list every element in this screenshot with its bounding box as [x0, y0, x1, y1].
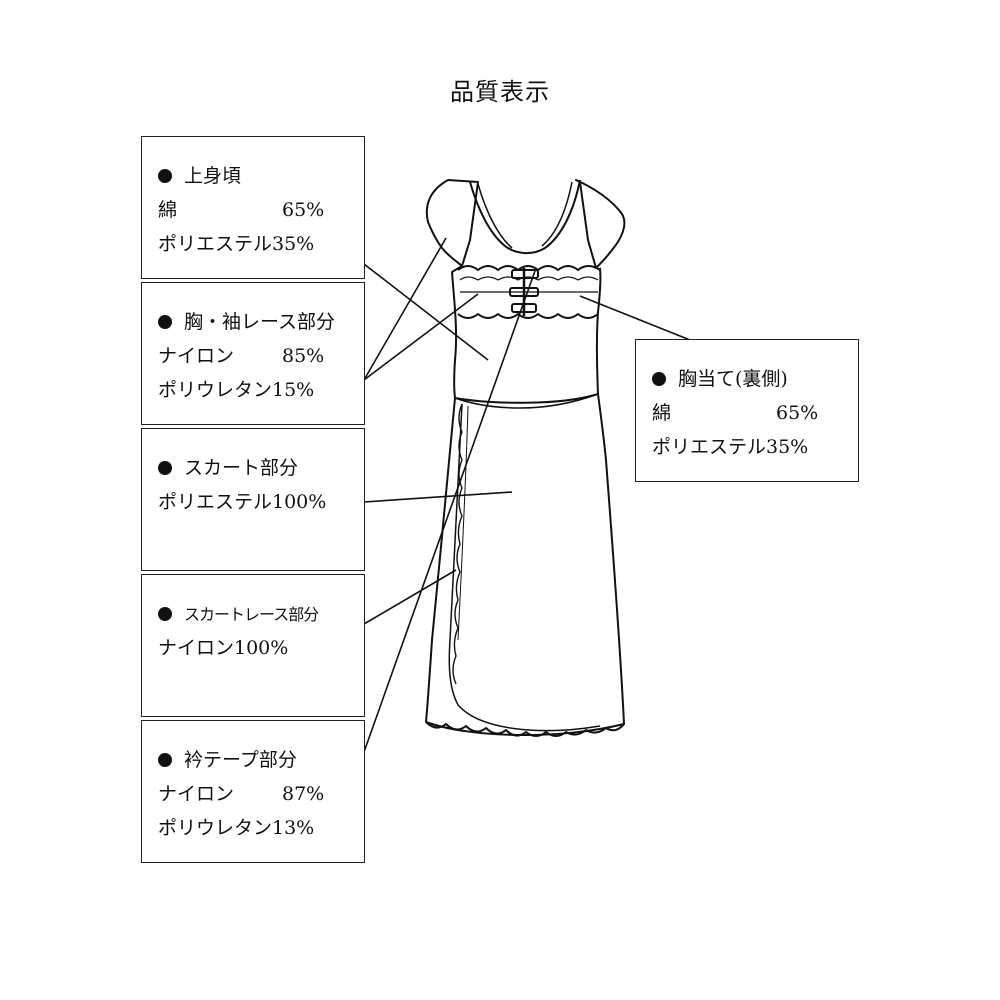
box-heading: 胸・袖レース部分 [184, 311, 336, 333]
material-name: ポリウレタン15% [158, 379, 315, 401]
material-name: ポリエステル35% [652, 436, 809, 458]
bodice [451, 265, 602, 404]
left-sleeve [425, 179, 479, 267]
label-box-chest-pad: 胸当て(裏側) 綿 65% ポリエステル35% [635, 339, 859, 482]
box-heading: 胸当て(裏側) [678, 368, 788, 390]
right-sleeve [575, 179, 626, 269]
material-name: ナイロン100% [158, 637, 289, 659]
material-name: 綿 [652, 402, 672, 424]
material-name: ナイロン [158, 345, 235, 367]
hem-lace [425, 721, 625, 737]
bullet-icon [158, 461, 172, 475]
material-percent: 65% [282, 199, 325, 221]
label-box-collar-tape: 衿テープ部分 ナイロン 87% ポリウレタン13% [141, 720, 365, 863]
material-percent: 65% [776, 402, 819, 424]
chest-lace-band [457, 265, 601, 271]
label-box-chest-sleeve-lace: 胸・袖レース部分 ナイロン 85% ポリウレタン15% [141, 282, 365, 425]
box-heading: 上身頃 [184, 165, 242, 187]
label-box-skirt: スカート部分 ポリエステル100% [141, 428, 365, 571]
material-name: ポリウレタン13% [158, 817, 315, 839]
leader-lines [363, 237, 691, 753]
box-heading: スカート部分 [184, 457, 299, 479]
material-percent: 85% [282, 345, 325, 367]
material-percent: 87% [282, 783, 325, 805]
material-name: ポリエステル35% [158, 233, 315, 255]
box-heading: スカートレース部分 [184, 605, 319, 624]
material-name: ポリエステル100% [158, 491, 327, 513]
skirt-lace [452, 403, 463, 685]
label-box-skirt-lace: スカートレース部分 ナイロン100% [141, 574, 365, 717]
neckline [469, 179, 581, 254]
material-name: ナイロン [158, 783, 235, 805]
label-box-upper-bodice: 上身頃 綿 65% ポリエステル35% [141, 136, 365, 279]
box-heading: 衿テープ部分 [184, 749, 297, 771]
bullet-icon [158, 315, 172, 329]
material-name: 綿 [158, 199, 178, 221]
page-title: 品質表示 [450, 78, 550, 106]
bullet-icon [158, 753, 172, 767]
bullet-icon [158, 169, 172, 183]
bullet-icon [652, 372, 666, 386]
bullet-icon [158, 607, 172, 621]
